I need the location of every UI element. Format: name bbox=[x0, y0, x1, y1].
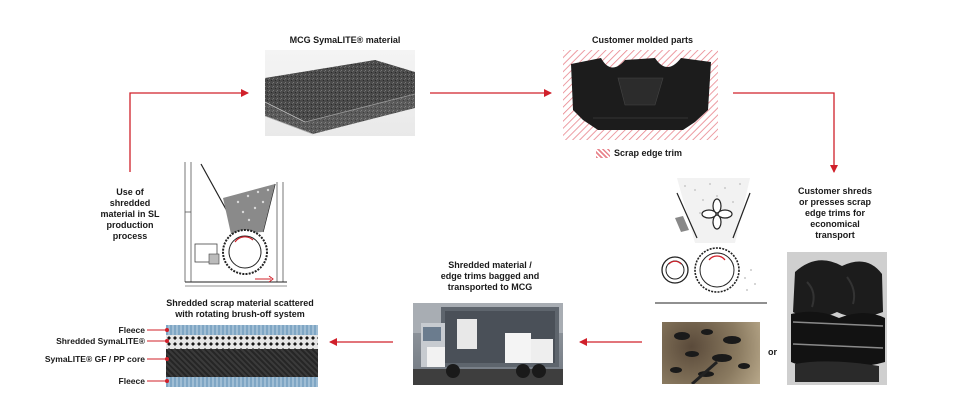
shreds-text: Customer shreds or presses scrap edge tr… bbox=[797, 186, 873, 240]
layer-core bbox=[166, 349, 318, 377]
scatter-text: Shredded scrap material scattered with r… bbox=[166, 298, 314, 319]
material-sheets-image bbox=[265, 50, 415, 136]
layer-label-fleece-top: Fleece bbox=[118, 325, 145, 335]
molded-part-image bbox=[563, 50, 718, 140]
layer-fleece-top bbox=[166, 325, 318, 335]
arrow-parts-to-shreds bbox=[733, 92, 838, 173]
scatter-diagram bbox=[184, 162, 287, 287]
arrow-use-to-material bbox=[129, 89, 249, 172]
pressed-bales-image bbox=[787, 252, 887, 385]
layer-label-core: SymaLITE® GF / PP core bbox=[44, 354, 145, 364]
layer-shredded bbox=[166, 335, 318, 349]
truck-image bbox=[413, 303, 563, 385]
use-text: Use of shredded material in SL productio… bbox=[100, 187, 160, 241]
shredded-pieces-image bbox=[662, 322, 760, 384]
layer-pointers bbox=[147, 328, 169, 383]
or-label: or bbox=[768, 347, 777, 357]
shredder-diagram bbox=[655, 178, 767, 304]
layer-label-shredded: Shredded SymaLITE® bbox=[56, 336, 145, 346]
bagged-text: Shredded material / edge trims bagged an… bbox=[440, 260, 540, 292]
layer-stack bbox=[166, 325, 318, 387]
material-title: MCG SymaLITE® material bbox=[289, 35, 401, 45]
trim-legend-swatch bbox=[596, 149, 610, 158]
trim-legend-label: Scrap edge trim bbox=[614, 148, 683, 158]
parts-title: Customer molded parts bbox=[591, 35, 694, 45]
layer-label-fleece-bottom: Fleece bbox=[118, 376, 145, 386]
layer-fleece-bottom bbox=[166, 377, 318, 387]
